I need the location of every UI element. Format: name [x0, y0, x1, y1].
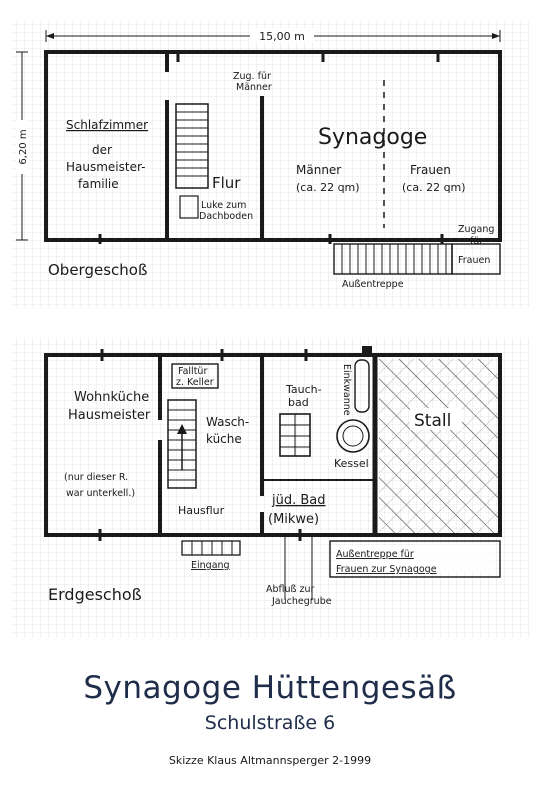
cellar-note-2: war unterkell.) [66, 488, 135, 499]
kitchen-label-2: Hausmeister [68, 408, 151, 423]
women-entrance-label-1: Zugang [458, 224, 494, 235]
cellar-note-1: (nur dieser R. [64, 472, 128, 483]
ground-floor-walls [44, 346, 502, 541]
outer-stair-upper [333, 243, 501, 275]
hatch-label-2: Dachboden [199, 211, 253, 222]
bedroom-label-4: familie [78, 177, 119, 191]
drain-lines [284, 535, 313, 600]
synagogue-label: Synagoge [318, 125, 427, 150]
height-dimension: 6,20 m [16, 51, 29, 241]
women-label: Frauen [410, 163, 451, 177]
drain-label-2: Jauchegrube [271, 596, 332, 607]
page-subtitle: Schulstraße 6 [204, 712, 336, 734]
sketch-credit: Skizze Klaus Altmannsperger 2-1999 [168, 754, 372, 767]
upper-floor-labels: Schlafzimmer der Hausmeister- familie Fl… [48, 71, 494, 290]
bath-room-label-1: Tauch- [285, 383, 322, 396]
ground-floor-label: Erdgeschoß [48, 585, 142, 604]
women-stair-label-2: Frauen zur Synagoge [336, 564, 437, 575]
trapdoor-label-1: Falltür [178, 366, 207, 377]
men-area: (ca. 22 qm) [296, 181, 360, 194]
entrance-label: Eingang [191, 560, 230, 571]
bedroom-label-3: Hausmeister- [66, 160, 145, 174]
page-title: Synagoge Hüttengesäß [83, 670, 457, 706]
ground-floor-labels: Wohnküche Hausmeister (nur dieser R. war… [48, 364, 494, 607]
hatch-label-1: Luke zum [201, 200, 246, 211]
women-stair-label-1: Außentreppe für [336, 549, 414, 560]
boiler-label: Kessel [334, 457, 369, 470]
hall-label: Flur [212, 174, 241, 192]
laundry-label-2: küche [206, 432, 242, 446]
laundry-label-1: Wasch- [206, 415, 249, 429]
stable-label: Stall [414, 411, 451, 431]
men-entrance-label-2: Männer [236, 82, 272, 93]
entrance-steps [181, 540, 241, 556]
women-outer-stair [329, 540, 501, 578]
women-entrance-label-2: für [470, 236, 483, 247]
height-label: 6,20 m [18, 129, 29, 164]
stable-crosshatch [379, 359, 498, 533]
women-entrance-label-3: Frauen [458, 255, 490, 266]
width-label: 15,00 m [259, 30, 305, 43]
kitchen-label-1: Wohnküche [74, 390, 149, 405]
grid-paper-upper [12, 22, 530, 307]
women-area: (ca. 22 qm) [402, 181, 466, 194]
bedroom-label-2: der [92, 143, 112, 157]
men-entrance-label-1: Zug. für [233, 71, 271, 82]
mikveh-label-1: jüd. Bad [271, 493, 326, 508]
upper-floor-label: Obergeschoß [48, 261, 147, 279]
floor-plan-drawing: 15,00 m 6,20 m [12, 22, 530, 638]
mikveh-label-2: (Mikwe) [268, 512, 319, 527]
outer-stair-label: Außentreppe [342, 279, 404, 290]
entry-hall-label: Hausflur [178, 504, 225, 517]
width-dimension: 15,00 m [45, 28, 501, 43]
trapdoor-label-2: z. Keller [176, 377, 214, 388]
bedroom-label-1: Schlafzimmer [66, 118, 148, 132]
drain-label-1: Abfluß zur [266, 584, 315, 595]
upper-floor-walls [44, 50, 502, 244]
tub-label: Einkwanne [341, 364, 352, 416]
bath-room-label-2: bad [288, 396, 309, 409]
men-label: Männer [296, 163, 341, 177]
